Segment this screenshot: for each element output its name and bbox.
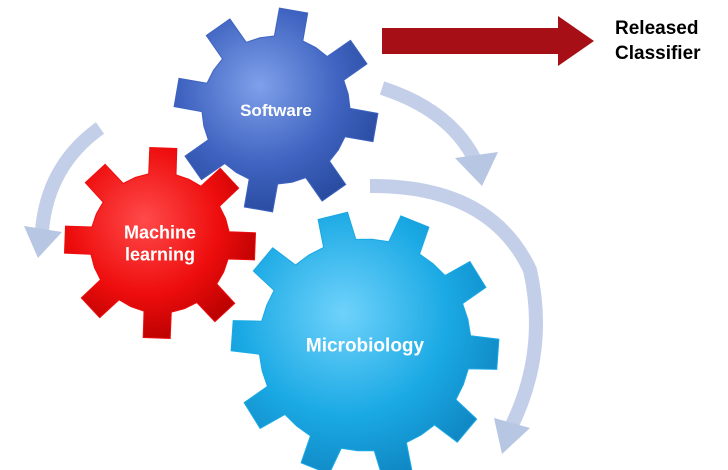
- released-classifier-label: Released Classifier: [615, 16, 701, 66]
- gear-microbiology-label-line: Microbiology: [306, 336, 425, 357]
- released-label-line-2: Classifier: [615, 43, 701, 64]
- gear-software-shape: [173, 7, 379, 213]
- gear-machine-learning-label-line: Machine: [124, 222, 196, 242]
- cycle-arrow-head-2: [455, 152, 498, 186]
- gear-microbiology-label: Microbiology: [306, 336, 425, 357]
- cycle-arrow-head-3: [494, 418, 530, 454]
- gear-software: Software: [173, 7, 379, 213]
- cycle-arrow-head-1: [24, 226, 62, 258]
- gear-software-label-line: Software: [240, 101, 312, 120]
- gear-microbiology-shape: [230, 211, 500, 470]
- released-arrow: [382, 16, 594, 66]
- gear-machine-learning-shape: [63, 146, 257, 340]
- cycle-arrow-software-to-micro: [379, 81, 482, 164]
- released-label-line-1: Released: [615, 18, 699, 39]
- gear-software-label: Software: [240, 101, 312, 120]
- cycle-arrow-micro-down: [369, 178, 543, 429]
- gear-machine-learning-label-line: learning: [125, 244, 195, 264]
- cycle-arrows: [24, 81, 543, 454]
- gear-microbiology: Microbiology: [230, 211, 500, 470]
- cycle-arrow-ml-to-software: [35, 122, 105, 231]
